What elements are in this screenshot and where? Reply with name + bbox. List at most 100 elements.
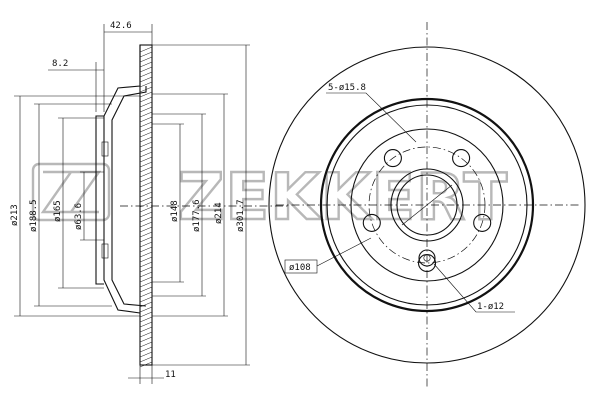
leader-locating-hole [433,263,515,313]
hatch-line [139,236,153,243]
dim-disc-thickness: 11 [165,370,176,380]
pcd-circle [368,146,486,264]
dim-dia-165: ø165 [53,200,63,222]
dim-dia-188-5: ø188.5 [29,199,39,232]
center-bore-dim-line [401,184,453,226]
side-section-view: 42.6 8.2 11 ø213 ø188.5 ø165 ø63.6 ø148 … [10,21,290,384]
hatch-line [139,181,153,188]
hatch-line [139,341,153,348]
hub-flange [95,115,104,285]
hatch-line [139,291,153,298]
dim-dia-214: ø214 [214,202,224,224]
hatch-line [139,206,153,213]
hatch-line [139,161,153,168]
hatch-line [139,336,153,343]
hat-inner-profile [111,86,147,307]
hatch-line [139,221,153,228]
hatch-line [139,191,153,198]
front-view: 5-ø15.8 ø108 1-ø12 [268,22,586,388]
center-bore-outer [390,168,464,242]
center-bore-inner [396,174,458,236]
hatch-line [139,81,153,88]
stud-hole-section-lower [101,243,109,259]
hatch-line [139,106,153,113]
bolt-hole [383,149,402,168]
hatch-line [139,316,153,323]
hatch-line [139,306,153,313]
hatch-line [139,266,153,273]
hatch-line [139,66,153,73]
leader-bolt-holes [326,92,417,143]
hatch-line [139,146,153,153]
hatch-line [139,101,153,108]
hatch-line [139,231,153,238]
dim-dia-177-6: ø177.6 [192,199,202,232]
leader-pcd [316,237,372,267]
hatch-line [139,56,153,63]
hatch-line [139,136,153,143]
hatch-line [139,251,153,258]
dim-dia-148: ø148 [170,200,180,222]
hatch-line [139,166,153,173]
hatch-line [139,211,153,218]
hatch-line [139,96,153,103]
hatch-line [139,331,153,338]
dim-dia-301-7: ø301.7 [236,199,246,232]
hatch-line [139,321,153,328]
hatch-line [139,141,153,148]
hatch-line [139,46,153,53]
hatch-line [139,281,153,288]
hatch-line [139,301,153,308]
zekkert-watermark: ZEKKERT [31,160,508,236]
hatch-line [139,186,153,193]
label-pcd: ø108 [289,263,311,273]
dim-overall-height: 42.6 [110,21,132,31]
bolt-hole [473,213,492,232]
hatch-line [139,176,153,183]
friction-ring-inner-edge [319,97,535,313]
hatch-line [139,76,153,83]
bolt-hole [452,149,471,168]
disc-ring-section [139,44,153,366]
hatch-line [139,216,153,223]
hatch-line [139,256,153,263]
dim-dia-63-6: ø63.6 [74,203,84,230]
hub-face-outer [350,128,504,282]
hatch-line [139,51,153,58]
hatch-line [139,71,153,78]
hatch-line [139,356,153,363]
section-hatching [139,46,153,368]
hatch-line [139,271,153,278]
hat-edge [326,104,528,306]
hatch-line [139,326,153,333]
locating-hole-inner [423,254,431,262]
hatch-line [139,131,153,138]
hatch-line [139,116,153,123]
hatch-line [139,346,153,353]
hatch-line [139,246,153,253]
hatch-line [139,226,153,233]
hatch-line [139,151,153,158]
hatch-line [139,196,153,203]
zekkert-logo-icon [31,162,111,222]
hatch-line [139,286,153,293]
stud-hole-section [101,141,109,157]
label-locating-hole: 1-ø12 [477,302,504,312]
label-bolt-holes: 5-ø15.8 [328,83,366,93]
dim-flange-offset: 8.2 [52,59,68,69]
hatch-line [139,261,153,268]
hatch-line [139,351,153,358]
brand-watermark: ZEKKERT [178,161,508,235]
hatch-line [139,171,153,178]
hatch-line [139,121,153,128]
hatch-line [139,156,153,163]
dim-dia-213: ø213 [10,204,20,226]
hatch-line [139,276,153,283]
hatch-line [139,126,153,133]
disc-outer-edge [268,46,586,364]
hatch-line [139,296,153,303]
hatch-line [139,311,153,318]
hatch-line [139,61,153,68]
hatch-line [139,111,153,118]
